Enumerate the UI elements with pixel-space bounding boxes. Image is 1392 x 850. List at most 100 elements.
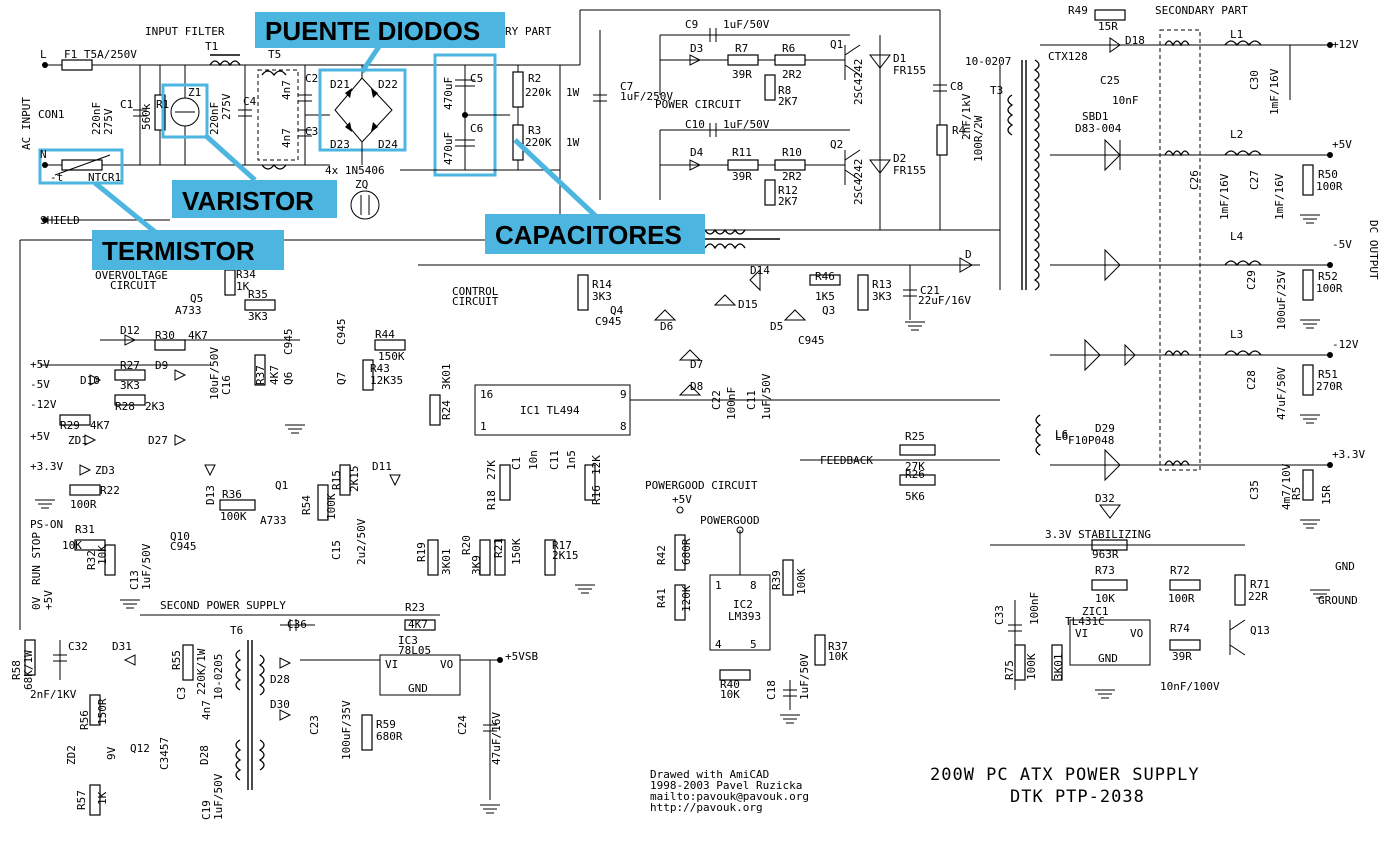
control-section [418, 257, 1000, 576]
label-v5b: +5V [30, 430, 50, 443]
label-r27-val: 3K3 [120, 379, 140, 392]
label-c23-val: 100uF/35V [340, 700, 353, 760]
label-r17-val: 2K15 [552, 549, 579, 562]
label-d12: D12 [120, 324, 140, 337]
label-r4: R4 [952, 124, 966, 137]
label-q1: Q1 [830, 38, 843, 51]
label-c24: C24 [456, 715, 469, 735]
label-c15-val: 2u2/50V [355, 518, 368, 565]
label-ic3: IC3 [398, 634, 418, 647]
label-d11: D11 [372, 460, 392, 473]
label-ic1-pin9: 9 [620, 388, 627, 401]
label-d2: D2 [893, 152, 906, 165]
label-zic1: ZIC1 [1082, 605, 1109, 618]
label-c23: C23 [308, 715, 321, 735]
label-r32: R32 [85, 550, 98, 570]
label-d8: D8 [690, 380, 703, 393]
label-c1-val-2: 275V [102, 108, 115, 135]
fuse-f1 [61, 59, 93, 71]
label-r11: R11 [732, 146, 752, 159]
label-r25-val: 27K [905, 460, 925, 473]
label-r52: R52 [1318, 270, 1338, 283]
label-r11-val: 39R [732, 170, 752, 183]
label-d2-type: FR155 [893, 164, 926, 177]
label-r7-val: 39R [732, 68, 752, 81]
label-r34-val: 1K [236, 280, 250, 293]
label-ic2-pin4: 4 [715, 638, 722, 651]
label-c16-val: 10uF/50V [208, 347, 221, 400]
ground-symbols [35, 214, 1330, 814]
label-q1-type: 2SC4242 [852, 59, 865, 105]
label-d7: D7 [690, 358, 703, 371]
label-sbd1-type: D83-004 [1075, 122, 1122, 135]
label-r31-val: 10K [62, 539, 82, 552]
label-r57-val: 1K [96, 791, 109, 805]
label-c11b-val: 1n5 [565, 450, 578, 470]
label-r49-val: 15R [1098, 20, 1118, 33]
ic1-body [474, 384, 631, 436]
label-q4: Q4 [610, 304, 624, 317]
label-r30: R30 [155, 329, 175, 342]
label-v5sb: +5VSB [505, 650, 538, 663]
label-r3: R3 [528, 124, 541, 137]
label-l3: L3 [1230, 328, 1243, 341]
label-zd1: ZD1 [68, 434, 88, 447]
label-primary-part: RY PART [505, 25, 552, 38]
label-ic2: IC2 [733, 598, 753, 611]
label-d15: D15 [738, 298, 758, 311]
label-bridge-diodes: 4x 1N5406 [325, 164, 385, 177]
label-r44-val: 150K [378, 350, 405, 363]
label-q7: Q7 [335, 372, 348, 385]
label-r56-val: 150R [96, 698, 109, 725]
label-r-3k01: 3K01 [1052, 654, 1065, 681]
label-r12: R12 [778, 184, 798, 197]
label-r14-val: 3K3 [592, 290, 612, 303]
label-vm12: -12V [30, 398, 57, 411]
label-c21: C21 [920, 284, 940, 297]
label-c22: C22 [710, 390, 723, 410]
label-r35: R35 [248, 288, 268, 301]
main-transformer [999, 44, 1050, 291]
label-r50-val: 100R [1316, 180, 1343, 193]
label-c7-val: 1uF/250V [620, 90, 673, 103]
label-vm5: -5V [30, 378, 50, 391]
secondary-section [990, 9, 1333, 690]
label-d29: D29 [1095, 422, 1115, 435]
callout-bridge: PUENTE DIODOS [255, 12, 505, 48]
label-v5: +5V [30, 358, 50, 371]
footer-title-2: DTK PTP-2038 [1010, 787, 1145, 807]
label-c4-val-1: 220nF [208, 102, 221, 135]
label-l6: L6 [1055, 428, 1068, 441]
label-r75-val: 100K [1025, 653, 1038, 680]
label-q5-type: A733 [175, 304, 202, 317]
label-d5: D5 [770, 320, 783, 333]
label-c3-sb-val: 4n7 [200, 700, 213, 720]
label-c18-val: 1uF/50V [798, 653, 811, 700]
label-r72: R72 [1170, 564, 1190, 577]
label-q7-type: C945 [335, 319, 348, 346]
label-c36: C36 [287, 618, 307, 631]
label-c11-val: 1uF/50V [760, 373, 773, 420]
label-r30-val: 4K7 [188, 329, 208, 342]
label-q12-type: C3457 [158, 737, 171, 770]
label-r52-val: 100R [1316, 282, 1343, 295]
label-r31: R31 [75, 523, 95, 536]
label-q6-type: C945 [282, 329, 295, 356]
label-l4: L4 [1230, 230, 1244, 243]
label-r71: R71 [1250, 578, 1270, 591]
label-d9: D9 [155, 359, 168, 372]
label-r35-val: 3K3 [248, 310, 268, 323]
label-r75: R75 [1003, 660, 1016, 680]
label-ic2-pin5: 5 [750, 638, 757, 651]
label-c30: C30 [1248, 70, 1261, 90]
label-r58: R58 [10, 660, 23, 680]
label-r15-val: 2K15 [348, 466, 361, 493]
footer-credit-1: Drawed with AmiCAD [650, 768, 769, 781]
label-overvoltage-1: OVERVOLTAGE [95, 269, 168, 282]
label-ic2-pin1: 1 [715, 579, 722, 592]
label-r25: R25 [905, 430, 925, 443]
label-c30-val: 1mF/16V [1268, 68, 1281, 115]
label-r56: R56 [78, 710, 91, 730]
label-r51: R51 [1318, 368, 1338, 381]
label-l2: L2 [1230, 128, 1243, 141]
